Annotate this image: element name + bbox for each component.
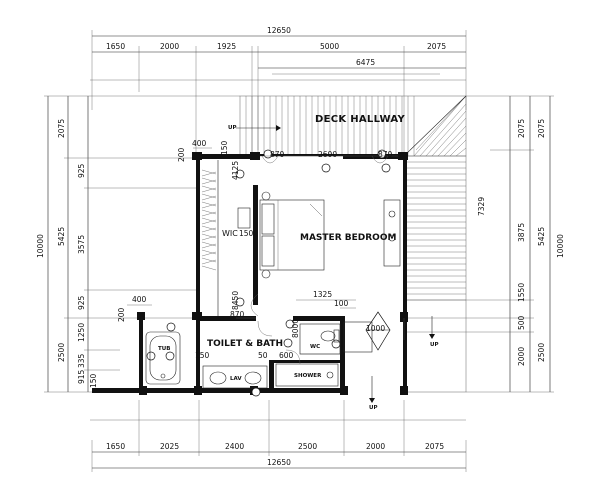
bottom-dim-6: 2075 bbox=[425, 442, 444, 451]
dresser bbox=[383, 199, 401, 267]
right-overall-dim: 10000 bbox=[556, 234, 565, 258]
right-outer-dim-3: 2500 bbox=[537, 343, 546, 362]
right-inner-dim-2: 7329 bbox=[477, 197, 486, 216]
interior-dim-1325: 1325 bbox=[313, 290, 332, 299]
interior-dim-200-top: 200 bbox=[177, 147, 186, 162]
right-inner-dim-4: 1550 bbox=[517, 283, 526, 302]
right-dimension-lines bbox=[404, 95, 554, 393]
right-inner-dim-3: 3875 bbox=[517, 223, 526, 242]
interior-dim-8000: 8000 bbox=[291, 319, 300, 338]
interior-dim-50: 50 bbox=[258, 351, 268, 360]
left-inner-dim-6: 915 bbox=[77, 369, 86, 384]
room-label-wc: WC bbox=[310, 344, 320, 350]
bottom-dim-2: 2025 bbox=[160, 442, 179, 451]
left-outer-dim-2: 5425 bbox=[57, 227, 66, 246]
up-marker-top: UP bbox=[228, 125, 237, 131]
room-label-wic: WIC bbox=[222, 229, 238, 238]
lavatory-counter bbox=[202, 365, 268, 389]
bedroom-door-arcs bbox=[250, 155, 389, 317]
bottom-dim-1: 1650 bbox=[106, 442, 125, 451]
room-label-shower: SHOWER bbox=[294, 373, 322, 379]
interior-dim-150-bath: 150 bbox=[195, 351, 210, 360]
room-label-lav: LAV bbox=[230, 376, 242, 382]
interior-dim-150-mid: 150 bbox=[239, 229, 254, 238]
left-inner-dim-4: 1250 bbox=[77, 323, 86, 342]
interior-dim-870-b: 870 bbox=[378, 150, 393, 159]
walk-in-closet bbox=[201, 160, 251, 316]
left-inner-dim-3: 925 bbox=[77, 295, 86, 310]
interior-dim-150-top: 150 bbox=[220, 140, 229, 155]
bottom-dim-4: 2500 bbox=[298, 442, 317, 451]
left-inner-dim-2: 3575 bbox=[77, 235, 86, 254]
up-marker-right: UP bbox=[430, 342, 439, 348]
top-secondary-dim: 6475 bbox=[356, 58, 375, 67]
bottom-dim-3: 2400 bbox=[225, 442, 244, 451]
bottom-dimension-lines bbox=[90, 400, 467, 472]
top-dimension-lines bbox=[90, 30, 467, 152]
top-overall-dim: 12650 bbox=[267, 26, 291, 35]
top-dim-2: 2000 bbox=[160, 42, 179, 51]
interior-dim-600: 600 bbox=[279, 351, 294, 360]
up-marker-bottom: UP bbox=[369, 405, 378, 411]
wc-room bbox=[299, 323, 341, 355]
room-label-master-bedroom: MASTER BEDROOM bbox=[300, 233, 396, 243]
interior-dim-1000: 1000 bbox=[366, 324, 385, 333]
bath-door-arcs bbox=[257, 320, 301, 365]
top-dim-4: 5000 bbox=[320, 42, 339, 51]
room-label-tub: TUB bbox=[158, 346, 170, 352]
right-outer-dim-1: 2075 bbox=[537, 119, 546, 138]
room-label-deck-hallway: DECK HALLWAY bbox=[315, 114, 405, 125]
interior-dim-lines bbox=[127, 147, 398, 319]
interior-dim-2600: 2600 bbox=[318, 150, 337, 159]
interior-dim-400-top: 400 bbox=[192, 139, 207, 148]
stair-arrow-top bbox=[236, 125, 281, 131]
interior-dim-4125: 4125 bbox=[231, 161, 240, 180]
left-outer-dim-3: 2500 bbox=[57, 343, 66, 362]
left-overall-dim: 10000 bbox=[36, 234, 45, 258]
bed bbox=[259, 191, 325, 279]
interior-dim-8450: 8450 bbox=[231, 291, 240, 310]
left-inner-dim-1: 925 bbox=[77, 163, 86, 178]
interior-dim-400-mid: 400 bbox=[132, 295, 147, 304]
top-dim-5: 2075 bbox=[427, 42, 446, 51]
shower-stall bbox=[275, 363, 339, 387]
top-dim-1: 1650 bbox=[106, 42, 125, 51]
left-dimension-lines bbox=[44, 95, 240, 393]
bottom-overall-dim: 12650 bbox=[267, 458, 291, 467]
right-inner-dim-5: 500 bbox=[517, 315, 526, 330]
right-outer-dim-2: 5425 bbox=[537, 227, 546, 246]
interior-dim-100: 100 bbox=[334, 299, 349, 308]
interior-dim-200-mid: 200 bbox=[117, 307, 126, 322]
left-outer-dim-1: 2075 bbox=[57, 119, 66, 138]
entry-door bbox=[343, 311, 435, 403]
right-inner-dim-6: 2000 bbox=[517, 347, 526, 366]
fixture-tags bbox=[146, 149, 391, 397]
bottom-dim-5: 2000 bbox=[366, 442, 385, 451]
left-inner-dim-7: 150 bbox=[89, 373, 98, 388]
walls bbox=[92, 152, 408, 395]
interior-dim-870-c: 870 bbox=[230, 310, 245, 319]
left-inner-dim-5: 335 bbox=[77, 353, 86, 368]
interior-dim-870-a: 870 bbox=[270, 150, 285, 159]
room-label-toilet-bath: TOILET & BATH bbox=[207, 339, 283, 349]
bathtub bbox=[145, 331, 181, 385]
top-dim-3: 1925 bbox=[217, 42, 236, 51]
right-inner-dim-1: 2075 bbox=[517, 119, 526, 138]
